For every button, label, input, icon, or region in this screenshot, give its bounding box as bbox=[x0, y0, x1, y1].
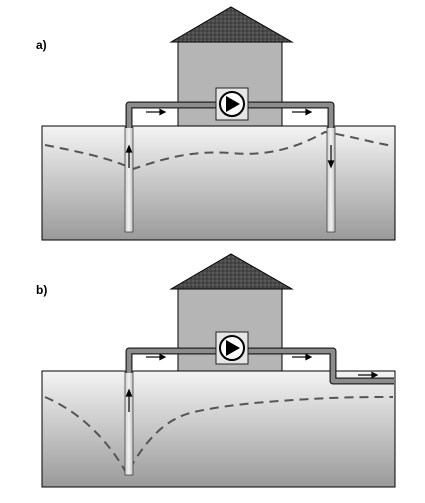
panel-b bbox=[41, 253, 396, 488]
flow-arrow-icon bbox=[125, 108, 335, 169]
flow-arrow-icon bbox=[125, 353, 379, 412]
water-table-line bbox=[44, 396, 394, 477]
house-roof bbox=[169, 253, 294, 290]
panel-b-label: b) bbox=[36, 283, 48, 297]
panel-a bbox=[41, 6, 396, 241]
extraction-well bbox=[124, 370, 134, 476]
ground-block bbox=[41, 370, 396, 488]
water-table-line bbox=[44, 130, 394, 171]
injection-well bbox=[326, 125, 336, 233]
ground-block bbox=[41, 125, 396, 241]
pump-icon bbox=[215, 87, 249, 121]
panel-a-label: a) bbox=[36, 38, 47, 52]
house-roof bbox=[169, 6, 294, 43]
pump-icon bbox=[215, 331, 249, 365]
extraction-well bbox=[124, 125, 134, 233]
